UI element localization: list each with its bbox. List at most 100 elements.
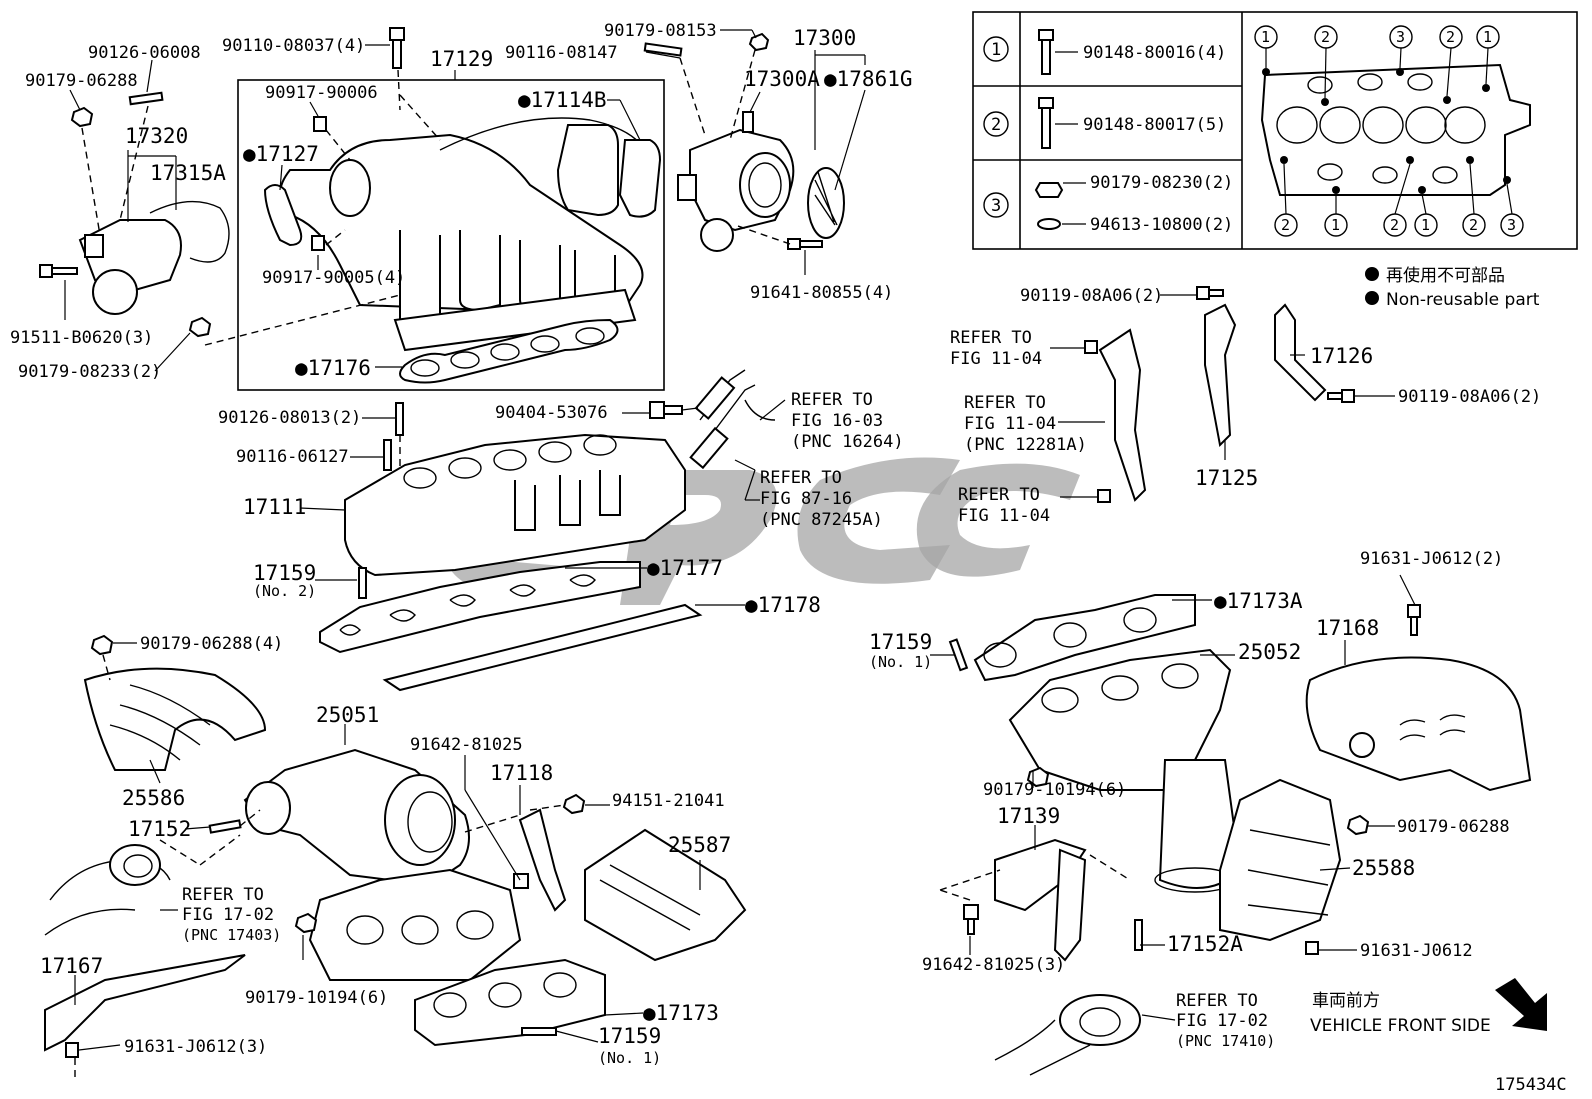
label-refer-fig-16-03-a: REFER TO <box>791 390 873 410</box>
heat-insulator-25586 <box>83 667 267 771</box>
svg-text:3: 3 <box>1507 216 1516 234</box>
vehicle-front-arrow-icon <box>1495 978 1547 1031</box>
label-vehicle-front-jp: 車両前方 <box>1312 991 1380 1011</box>
stud-17159-no1-b-icon <box>948 638 969 672</box>
label-17152: 17152 <box>128 817 191 841</box>
label-25051: 25051 <box>316 703 379 727</box>
label-refer-fig-87-16-a: REFER TO <box>760 468 842 488</box>
label-90179-08233: 90179-08233(2) <box>18 362 161 382</box>
label-90179-06288-4: 90179-06288(4) <box>140 634 283 654</box>
bracket-17118 <box>518 808 567 912</box>
label-17114b: ●17114B <box>518 88 607 112</box>
label-17159-no1-a: 17159 <box>598 1024 661 1048</box>
table-row-2-number: 2 <box>991 115 1001 135</box>
sensor-17300a <box>742 111 754 133</box>
label-90917-90005: 90917-90005(4) <box>262 268 405 288</box>
label-17111: 17111 <box>243 495 306 519</box>
label-91642-81025-3: 91642-81025(3) <box>922 955 1065 975</box>
heat-insulator-17167 <box>44 954 246 1052</box>
label-refer-fig-17-02-a: REFER TO <box>182 885 264 905</box>
label-17127: ●17127 <box>243 142 319 166</box>
heat-insulator-25587 <box>584 828 747 962</box>
bolt-91631-j0612-a-icon <box>65 1042 79 1058</box>
svg-text:2: 2 <box>1390 216 1399 234</box>
table-row-3-number: 3 <box>991 196 1001 216</box>
label-25052: 25052 <box>1238 640 1301 664</box>
label-94151-21041: 94151-21041 <box>612 791 725 811</box>
gasket-17176 <box>399 318 619 384</box>
heat-insulator-25588 <box>1219 778 1342 942</box>
label-refer-fig-11-04-c2: FIG 11-04 <box>958 506 1050 526</box>
label-17178: ●17178 <box>745 593 821 617</box>
bracket-17125 <box>1204 303 1237 448</box>
label-refer-fig-87-16-c: (PNC 87245A) <box>760 510 883 530</box>
svg-text:1: 1 <box>1483 28 1492 46</box>
label-refer-fig-17-02-c: (PNC 17403) <box>182 926 281 944</box>
nut-90179-08233-icon <box>188 316 212 338</box>
label-91642-81025: 91642-81025 <box>410 735 523 755</box>
bolt-refer-11-04-c-icon <box>1097 489 1111 503</box>
label-91641-80855: 91641-80855(4) <box>750 283 893 303</box>
label-90179-08153: 90179-08153 <box>604 21 717 41</box>
bolt-91631-j0612-b-icon <box>1407 604 1421 636</box>
label-17173a: ●17173A <box>1214 589 1303 613</box>
throttle-body-17300 <box>677 128 795 252</box>
label-17139: 17139 <box>997 804 1060 828</box>
label-90404-53076: 90404-53076 <box>495 403 608 423</box>
label-17159-no1-a-sub: (No. 1) <box>598 1049 661 1067</box>
nut-90179-10194-a-icon <box>294 912 318 934</box>
label-90179-10194-6-a: 90179-10194(6) <box>245 988 388 1008</box>
gasket-17114b <box>556 124 662 218</box>
nut-90179-08230-icon <box>1034 182 1086 198</box>
label-17861g: ●17861G <box>824 67 913 91</box>
vsv-17320 <box>78 219 182 315</box>
bracket-refer-11-04 <box>1098 328 1147 502</box>
svg-text:2: 2 <box>1321 28 1330 46</box>
svg-text:2: 2 <box>1446 28 1455 46</box>
label-17177: ●17177 <box>647 556 723 580</box>
manifold-bolt-pattern-diagram <box>1260 63 1531 196</box>
label-refer-fig-11-04-a1: REFER TO <box>950 328 1032 348</box>
label-refer-fig-17-02-f: (PNC 17410) <box>1176 1032 1275 1050</box>
gasket-17177 <box>319 561 641 654</box>
label-17176: ●17176 <box>295 356 371 380</box>
bolt-90119-08a06-b-icon <box>1327 389 1355 403</box>
bolt-90148-80016-icon <box>1038 29 1078 75</box>
label-90110-08037: 90110-08037(4) <box>222 36 365 56</box>
stud-90116-08147-icon <box>643 42 683 57</box>
leader-lines <box>64 29 1416 1080</box>
washer-94613-10800-icon <box>1037 218 1086 230</box>
bolt-reference-table: 1 2 3 90148-80016(4) 90148-80017(5) 9017… <box>972 11 1578 250</box>
label-90179-06288-c: 90179-06288 <box>1397 817 1510 837</box>
heat-insulator-17168 <box>1305 656 1532 792</box>
figure-number: 175434C <box>1495 1075 1567 1095</box>
svg-text:1: 1 <box>1421 216 1430 234</box>
label-17300a: 17300A <box>744 67 820 91</box>
non-reusable-dot-icon <box>1365 267 1379 281</box>
label-refer-fig-17-02-e: FIG 17-02 <box>1176 1011 1268 1031</box>
callout-labels: 90126-06008 90179-06288 17320 17315A 915… <box>10 21 1567 1095</box>
exhaust-manifold-converter-25051 <box>243 748 522 981</box>
nut-90179-08153-icon <box>748 32 770 52</box>
label-17173: ●17173 <box>643 1001 719 1025</box>
bolt-90148-80017-icon <box>1038 97 1078 149</box>
nut-90179-06288-c-icon <box>1346 814 1370 836</box>
table-part-90148-80017: 90148-80017(5) <box>1083 115 1226 135</box>
bolt-91631-j0612-c-icon <box>1305 941 1319 955</box>
exhaust-pipe-refer-17-02-b <box>994 994 1141 1076</box>
bolt-91641-80855-icon <box>787 238 823 250</box>
label-vehicle-front-en: VEHICLE FRONT SIDE <box>1310 1016 1491 1036</box>
pattern-top-marks: 1 2 3 2 1 <box>1254 25 1500 99</box>
label-refer-fig-11-04-b2: FIG 11-04 <box>964 414 1056 434</box>
bolt-91642-81025-icon <box>513 873 529 889</box>
label-17168: 17168 <box>1316 616 1379 640</box>
stud-17159-no2-icon <box>358 567 367 599</box>
fitting-90404-53076-icon <box>649 401 683 419</box>
label-refer-fig-11-04-c1: REFER TO <box>958 485 1040 505</box>
label-17167: 17167 <box>40 954 103 978</box>
nut-90179-06288-icon <box>70 106 94 128</box>
label-25586: 25586 <box>122 786 185 810</box>
label-refer-fig-16-03-b: FIG 16-03 <box>791 411 883 431</box>
legend-japanese: 再使用不可部品 <box>1386 265 1505 286</box>
